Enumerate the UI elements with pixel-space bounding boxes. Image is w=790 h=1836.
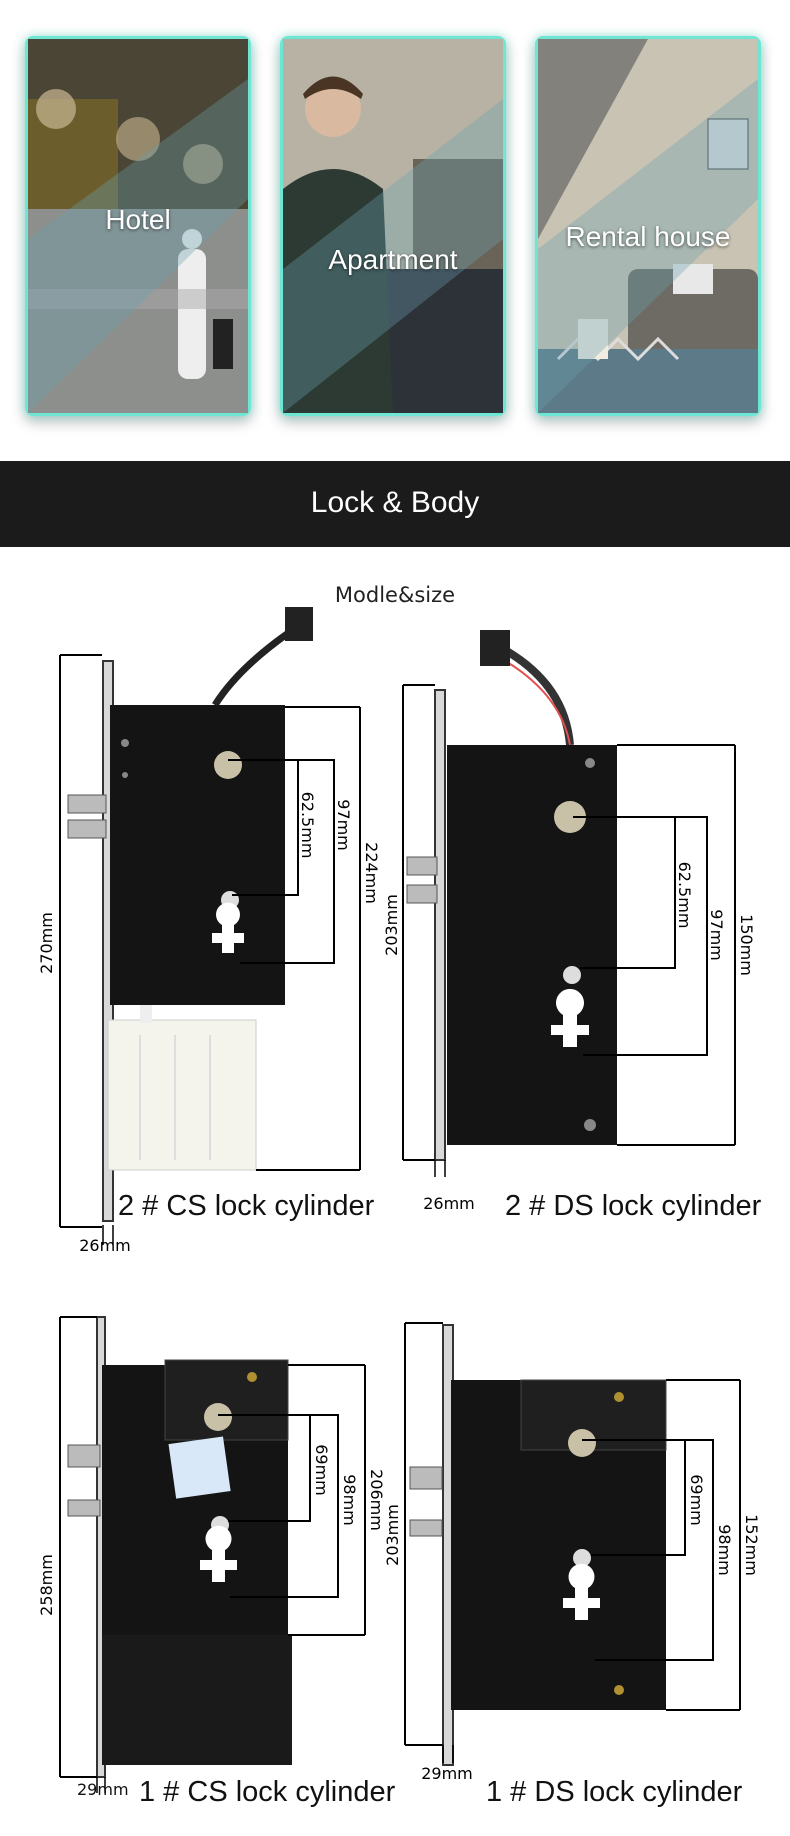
lock-diagram-1ds: 203mm 152mm 98mm 69mm 29mm [383,1322,761,1783]
lock-caption-1cs: 1 # CS lock cylinder [139,1776,396,1808]
hotel-photo [28,39,248,413]
scene-label: Hotel [105,204,171,235]
lock-diagram-2cs: 270mm 224mm 97mm 62.5mm 26mm [37,607,381,1255]
dim-body: 224mm [362,842,381,904]
dim-outer: 98mm [715,1524,734,1576]
dim-height: 270mm [37,912,56,974]
dim-inner: 62.5mm [675,862,694,929]
rental-house-photo [538,39,758,413]
dim-thickness-1cs: 29mm [77,1780,129,1799]
lock-caption-2cs: 2 # CS lock cylinder [118,1190,375,1222]
dim-thickness: 26mm [79,1236,131,1255]
scene-label: Apartment [328,244,458,275]
lock-body [110,705,285,1005]
lock-caption-2ds: 2 # DS lock cylinder [505,1190,762,1222]
battery-box [102,1635,292,1765]
scene-label: Rental house [565,221,731,252]
scene-card-rental-house: Rental house [535,36,761,416]
faceplate [434,689,446,1161]
scene-card-hotel: Hotel [25,36,251,416]
dim-thickness: 26mm [423,1194,475,1213]
lock-diagram-1cs: 258mm 206mm 98mm 69mm [37,1316,386,1793]
lock-body [447,745,617,1145]
section-banner: Lock & Body [0,461,790,547]
dim-outer: 97mm [707,909,726,961]
apartment-photo [283,39,503,413]
battery-box [107,1019,257,1171]
dim-body: 150mm [737,914,756,976]
dim-inner: 69mm [687,1474,706,1526]
section-subtitle: Modle&size [334,583,456,607]
scene-card-apartment: Apartment [280,36,506,416]
lock-diagram-2ds: 203mm 150mm 97mm 62.5mm 26mm [382,630,756,1213]
dim-height: 258mm [37,1554,56,1616]
dim-outer: 97mm [334,799,353,851]
lock-caption-1ds: 1 # DS lock cylinder [486,1776,743,1808]
dim-height: 203mm [383,1504,402,1566]
dim-inner: 69mm [312,1444,331,1496]
banner-title: Lock & Body [310,486,480,519]
dim-body: 152mm [742,1514,761,1576]
dim-body: 206mm [367,1469,386,1531]
dim-inner: 62.5mm [298,792,317,859]
dim-outer: 98mm [340,1474,359,1526]
dim-height: 203mm [382,894,401,956]
dim-thickness: 29mm [421,1764,473,1783]
